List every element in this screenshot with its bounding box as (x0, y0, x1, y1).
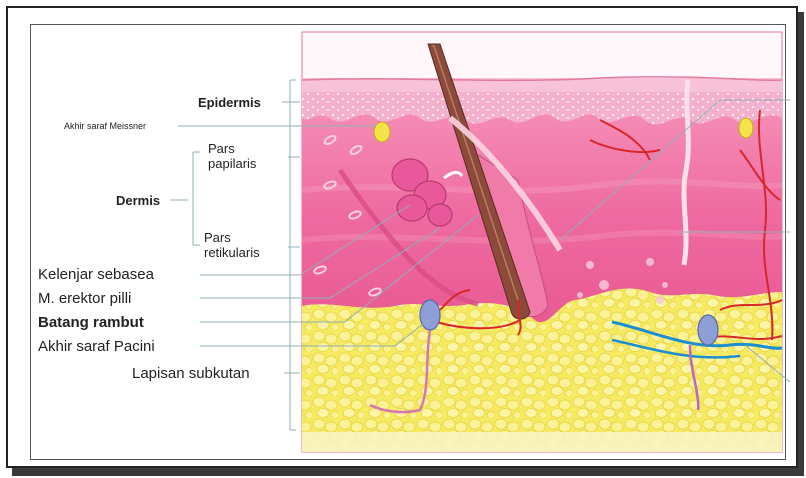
pacinian-corpuscle-right (698, 315, 718, 345)
meissner-corpuscle-right (739, 118, 753, 138)
label-akhir-saraf-pacini: Akhir saraf Pacini (38, 338, 155, 355)
label-dermis: Dermis (116, 193, 160, 208)
sweat-duct (684, 80, 688, 265)
label-pars-retikularis-line2: retikularis (204, 245, 260, 260)
label-pars-retikularis-line1: Pars (204, 230, 260, 245)
label-kelenjar-sebasea: Kelenjar sebasea (38, 266, 154, 283)
label-meissner: Akhir saraf Meissner (64, 121, 146, 131)
label-pars-retikularis: Pars retikularis (204, 230, 260, 260)
label-pars-papilaris-line1: Pars (208, 141, 256, 156)
label-pars-papilaris-line2: papilaris (208, 156, 256, 171)
pacinian-corpuscle (420, 300, 440, 330)
label-lapisan-subkutan: Lapisan subkutan (132, 365, 250, 382)
label-epidermis: Epidermis (198, 95, 261, 110)
label-pars-papilaris: Pars papilaris (208, 141, 256, 171)
meissner-corpuscle (374, 122, 390, 142)
label-batang-rambut: Batang rambut (38, 314, 144, 331)
label-m-erektor-pilli: M. erektor pilli (38, 290, 131, 307)
